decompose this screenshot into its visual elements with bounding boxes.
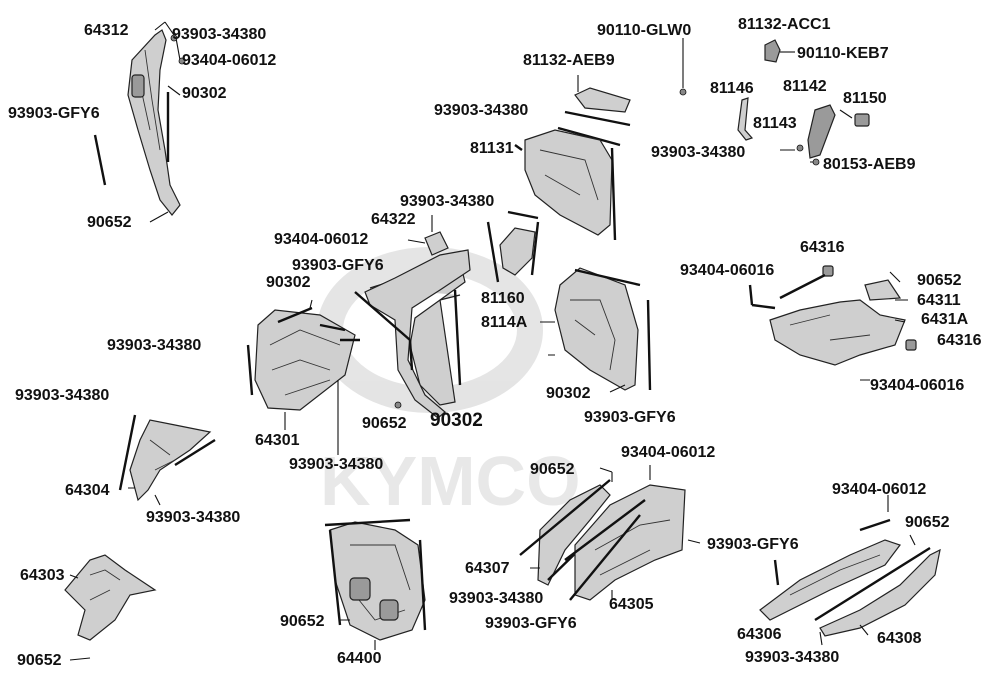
label-90110-glw0: 90110-GLW0 xyxy=(597,22,692,39)
part-64307 xyxy=(537,484,611,586)
part-81132-aeb9 xyxy=(574,87,631,113)
part-64305 xyxy=(574,484,686,601)
label-64305: 64305 xyxy=(609,596,654,613)
part-90302-cover xyxy=(364,249,471,419)
label-64316-b: 64316 xyxy=(937,332,982,349)
label-8114a: 8114A xyxy=(481,314,528,331)
label-93903-34380-h: 93903-34380 xyxy=(146,509,241,526)
label-93903-34380-c: 93903-34380 xyxy=(651,144,746,161)
label-93903-gfy6-b: 93903-GFY6 xyxy=(292,257,384,274)
part-6431a xyxy=(769,299,906,366)
label-90302: 90302 xyxy=(182,85,227,102)
label-93903-34380-d: 93903-34380 xyxy=(400,193,495,210)
label-64308: 64308 xyxy=(877,630,922,647)
label-6431a: 6431A xyxy=(921,311,969,328)
part-64306 xyxy=(759,539,901,621)
label-93903-34380-g: 93903-34380 xyxy=(289,456,384,473)
part-64304 xyxy=(129,419,212,502)
label-93404-06016-b: 93404-06016 xyxy=(870,377,965,394)
label-81142: 81142 xyxy=(783,78,827,95)
label-93903-gfy6-e: 93903-GFY6 xyxy=(485,615,577,632)
label-81132-aeb9: 81132-AEB9 xyxy=(523,52,615,69)
label-93404-06012: 93404-06012 xyxy=(182,52,277,69)
part-64303 xyxy=(64,554,157,641)
label-90652-c: 90652 xyxy=(362,415,407,432)
part-64311 xyxy=(864,279,902,301)
label-64312: 64312 xyxy=(84,22,129,39)
label-93903-gfy6-c: 93903-GFY6 xyxy=(584,409,676,426)
label-93903-gfy6: 93903-GFY6 xyxy=(8,105,100,122)
label-93404-06012-b: 93404-06012 xyxy=(274,231,369,248)
label-90652-e: 90652 xyxy=(905,514,950,531)
label-90652-g: 90652 xyxy=(17,652,62,669)
label-64316: 64316 xyxy=(800,239,845,256)
label-93903-34380-f: 93903-34380 xyxy=(15,387,110,404)
label-64307: 64307 xyxy=(465,560,510,577)
label-80153-aeb9: 80153-AEB9 xyxy=(823,156,916,173)
part-8114a xyxy=(554,267,639,391)
label-93903-34380-b: 93903-34380 xyxy=(434,102,529,119)
label-90302-d: 90302 xyxy=(430,410,483,431)
part-64308 xyxy=(819,548,941,637)
label-64303: 64303 xyxy=(20,567,65,584)
part-64301 xyxy=(254,309,356,411)
part-64316-b xyxy=(905,339,917,351)
label-90110-keb7: 90110-KEB7 xyxy=(797,45,889,62)
label-93404-06012-d: 93404-06012 xyxy=(832,481,927,498)
part-64322 xyxy=(424,231,449,256)
part-64312 xyxy=(127,29,181,216)
label-93404-06016: 93404-06016 xyxy=(680,262,775,279)
part-81150 xyxy=(854,113,870,127)
part-64316-a xyxy=(822,265,834,277)
label-90302-c: 90302 xyxy=(546,385,591,402)
label-81143: 81143 xyxy=(753,115,797,132)
label-64306: 64306 xyxy=(737,626,782,643)
label-90652: 90652 xyxy=(87,214,132,231)
label-93903-34380: 93903-34380 xyxy=(172,26,267,43)
label-81132-acc1: 81132-ACC1 xyxy=(738,16,831,33)
label-90652-d: 90652 xyxy=(530,461,575,478)
label-64304: 64304 xyxy=(65,482,110,499)
part-81160 xyxy=(499,227,536,276)
label-93903-34380-j: 93903-34380 xyxy=(745,649,840,666)
label-81131: 81131 xyxy=(470,140,514,157)
label-64400: 64400 xyxy=(337,650,382,667)
label-93903-34380-e: 93903-34380 xyxy=(107,337,202,354)
label-93404-06012-c: 93404-06012 xyxy=(621,444,716,461)
label-64322: 64322 xyxy=(371,211,416,228)
label-90652-f: 90652 xyxy=(280,613,325,630)
label-64311: 64311 xyxy=(917,292,961,309)
label-81146: 81146 xyxy=(710,80,754,97)
part-81146 xyxy=(737,97,754,141)
label-90302-b: 90302 xyxy=(266,274,311,291)
watermark-text: KYMCO xyxy=(320,442,581,520)
label-64301: 64301 xyxy=(255,432,300,449)
label-93903-gfy6-d: 93903-GFY6 xyxy=(707,536,799,553)
label-90652-b: 90652 xyxy=(917,272,962,289)
label-81150: 81150 xyxy=(843,90,887,107)
part-81142 xyxy=(807,104,836,159)
part-81131 xyxy=(524,129,613,236)
label-81160: 81160 xyxy=(481,290,525,307)
part-81132-acc1 xyxy=(764,39,781,63)
label-93903-34380-i: 93903-34380 xyxy=(449,590,544,607)
part-64400 xyxy=(329,521,426,641)
